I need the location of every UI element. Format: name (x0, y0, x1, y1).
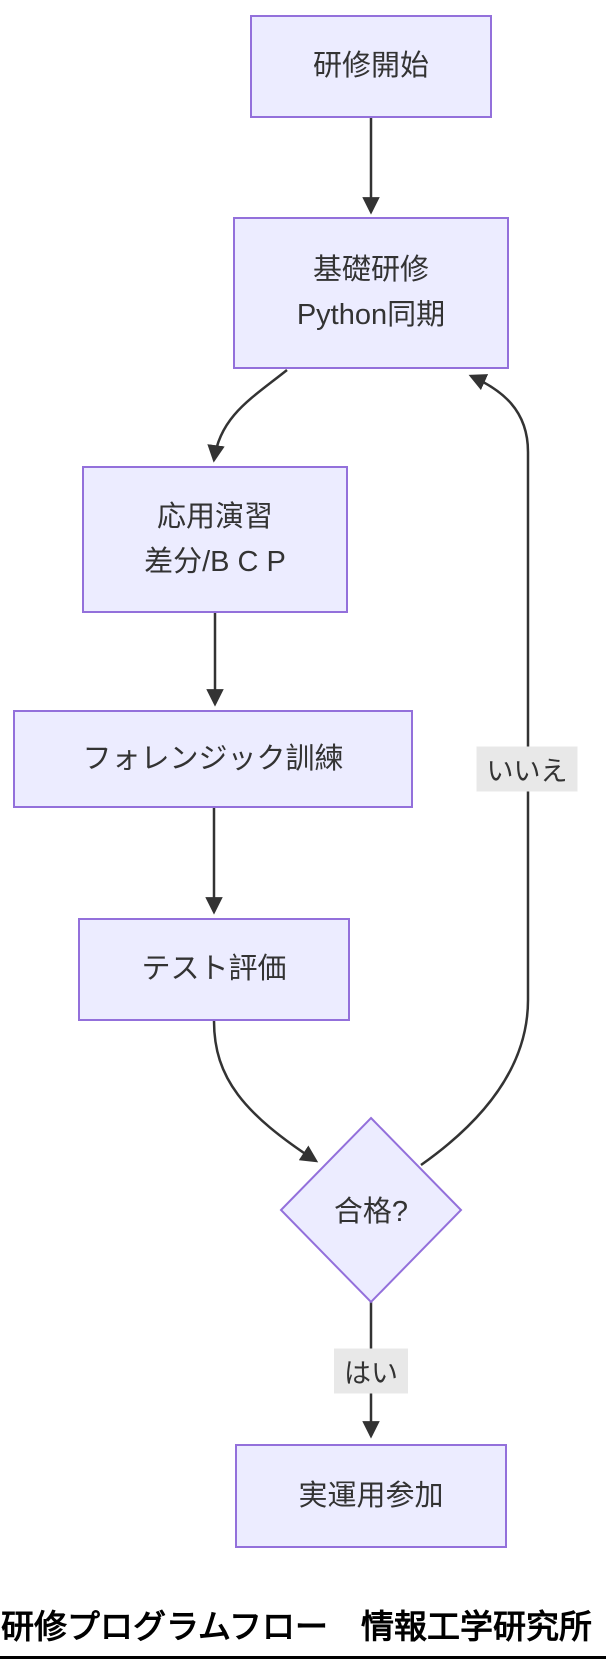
node-label: フォレンジック訓練 (82, 742, 344, 775)
edge-test-decision (212, 1020, 319, 1163)
node-training-start: 研修開始 (250, 15, 492, 118)
diagram-caption: 研修プログラムフロー 情報工学研究所 (0, 1600, 606, 1659)
edge-label-yes: はい (334, 1348, 408, 1394)
node-test-evaluation: テスト評価 (78, 918, 350, 1021)
node-label-line2: Python同期 (296, 299, 446, 331)
node-label: 実運用参加 (298, 1479, 444, 1512)
node-label: テスト評価 (141, 953, 287, 986)
node-production-join: 実運用参加 (235, 1444, 507, 1548)
edge-basic-applied (207, 369, 288, 463)
node-label: 研修開始 (312, 50, 429, 83)
edge-decision-basic-no (420, 374, 530, 1167)
node-label-line2: 差分/B C P (144, 545, 286, 578)
node-label: 合格? (333, 1196, 409, 1228)
edge-label-no: いいえ (476, 746, 578, 792)
node-basic-training: 基礎研修 Python同期 (233, 217, 509, 369)
node-applied-exercise: 応用演習 差分/B C P (82, 466, 348, 613)
node-label-line1: 応用演習 (156, 500, 273, 533)
node-label-line1: 基礎研修 (312, 254, 429, 287)
node-decision-pass: 合格? (281, 1188, 461, 1230)
node-forensic-training: フォレンジック訓練 (13, 710, 413, 808)
decision-diamond-shape (279, 1116, 463, 1304)
